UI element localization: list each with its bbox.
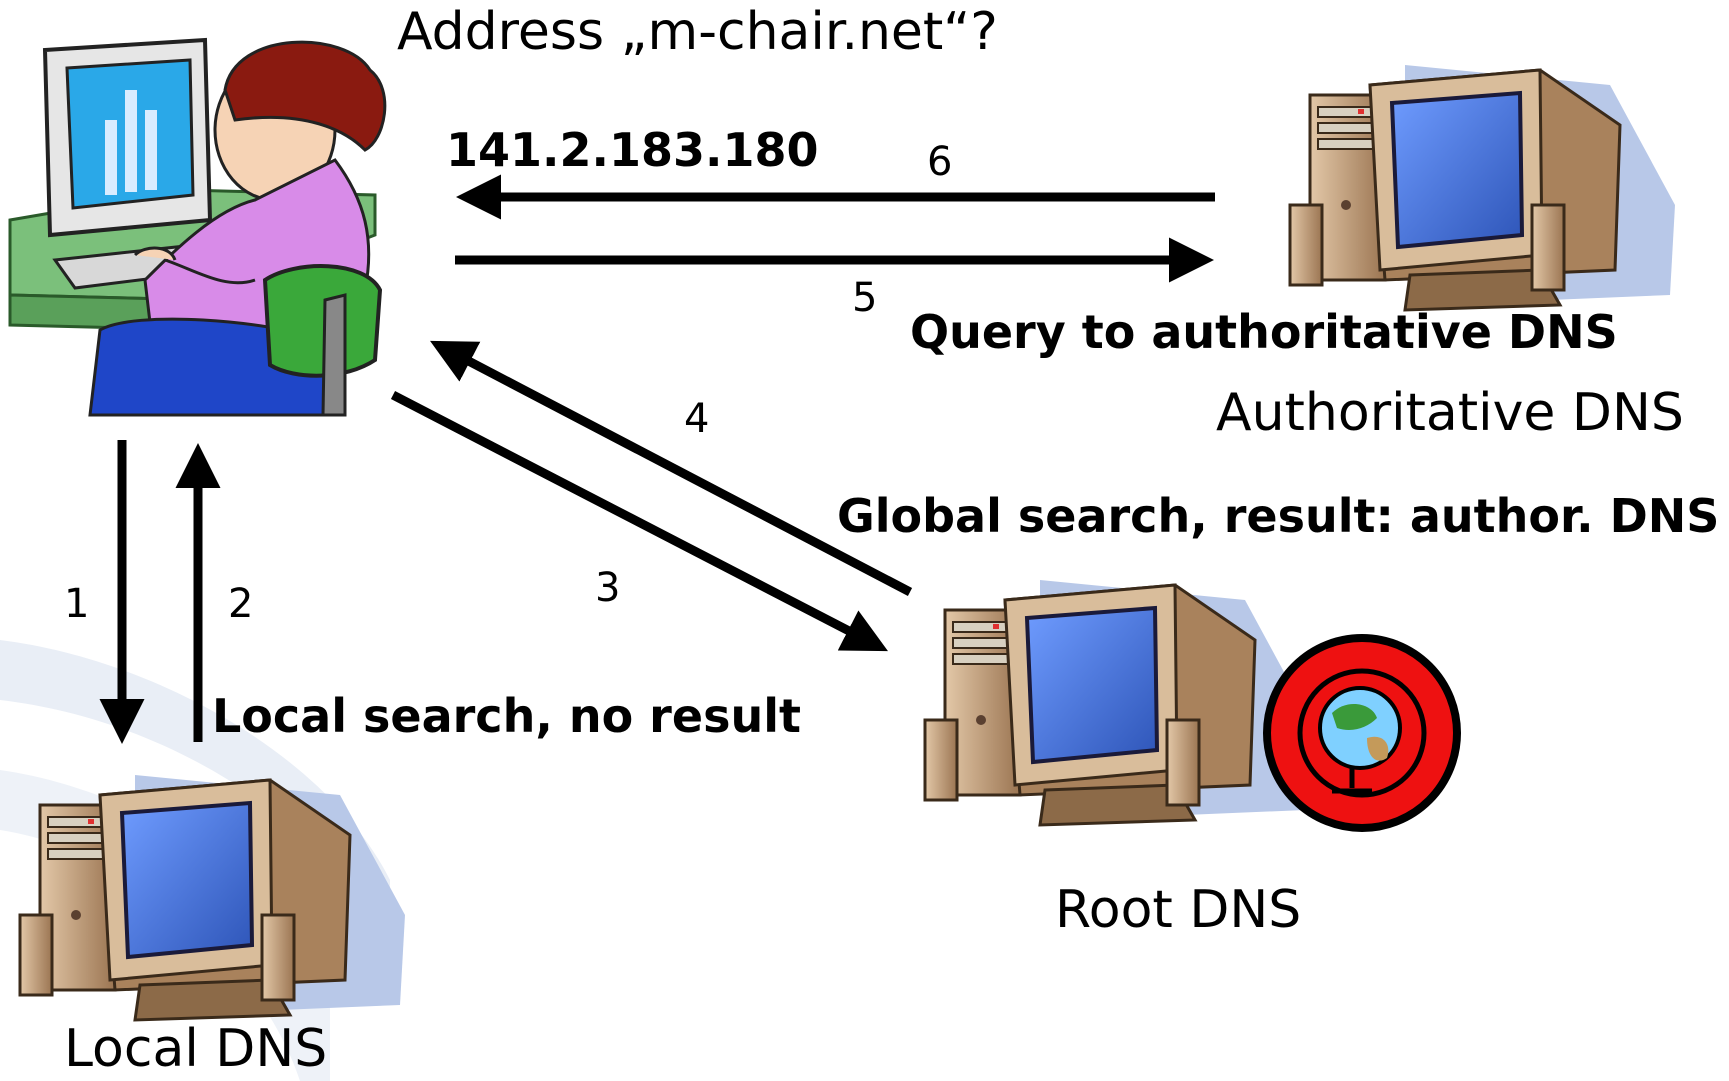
query-authoritative-annotation: Query to authoritative DNS bbox=[910, 305, 1618, 359]
authoritative-dns-server-icon bbox=[1288, 63, 1677, 312]
flow-arrows bbox=[99, 174, 1215, 744]
step-1-label: 1 bbox=[64, 581, 90, 627]
authoritative-dns-label: Authoritative DNS bbox=[1216, 383, 1684, 443]
local-dns-server-icon bbox=[18, 773, 407, 1022]
arrow-4-response bbox=[430, 340, 913, 596]
step-4-label: 4 bbox=[684, 396, 710, 442]
query-question: Address „m-chair.net“? bbox=[397, 2, 998, 62]
step-5-label: 5 bbox=[852, 275, 878, 321]
resolved-ip-address: 141.2.183.180 bbox=[446, 123, 819, 177]
local-search-annotation: Local search, no result bbox=[212, 689, 801, 743]
step-3-label: 3 bbox=[595, 565, 621, 611]
woman-at-computer-icon bbox=[8, 37, 387, 417]
step-6-label: 6 bbox=[927, 139, 953, 185]
step-2-label: 2 bbox=[228, 581, 254, 627]
global-search-annotation: Global search, result: author. DNS bbox=[837, 489, 1720, 543]
local-dns-label: Local DNS bbox=[64, 1019, 328, 1079]
root-dns-label: Root DNS bbox=[1055, 880, 1302, 940]
root-dns-server-icon bbox=[923, 578, 1312, 827]
globe-icon bbox=[1263, 634, 1461, 832]
arrow-3-query bbox=[390, 391, 888, 652]
